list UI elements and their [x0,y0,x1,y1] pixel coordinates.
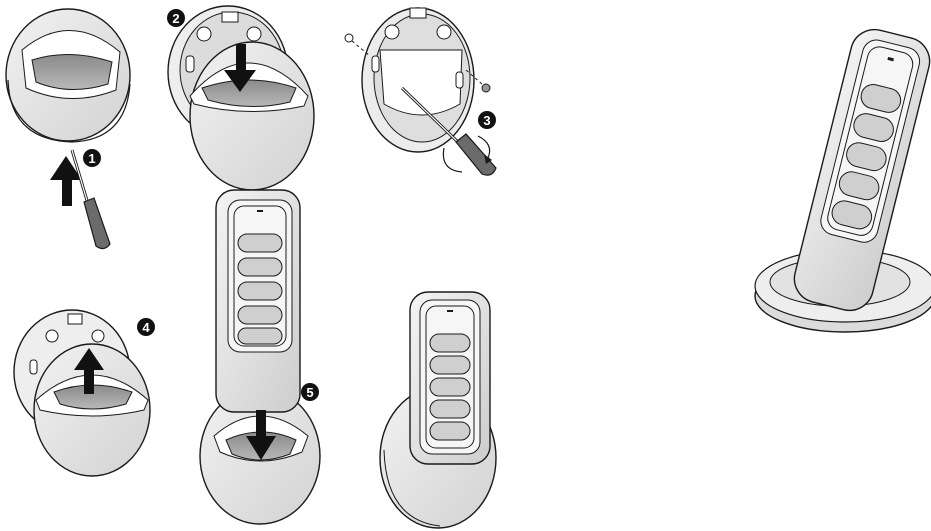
table-stand-remote-group [755,24,931,332]
step-3-group: 3 [345,8,496,175]
wall-bracket-icon [362,8,474,152]
remote-control-icon [216,190,300,412]
svg-text:1: 1 [88,151,95,166]
step-badge: 3 [478,111,496,129]
step-5-group: 5 [200,190,320,524]
step-badge: 5 [301,383,319,401]
svg-text:5: 5 [306,385,313,400]
step-4-group: 4 [14,310,155,476]
svg-text:4: 4 [142,320,150,335]
step-badge: 2 [167,9,185,27]
step-badge: 1 [83,149,101,167]
remote-control-icon [410,292,490,464]
step-badge: 4 [137,318,155,336]
step-1-group: 1 [6,9,130,249]
wall-holder-disc [190,42,314,190]
mounted-remote-group [380,292,496,528]
svg-text:2: 2 [172,11,179,26]
svg-text:3: 3 [483,113,490,128]
wall-holder-disc [6,9,130,142]
step-2-group: 2 [167,6,314,190]
